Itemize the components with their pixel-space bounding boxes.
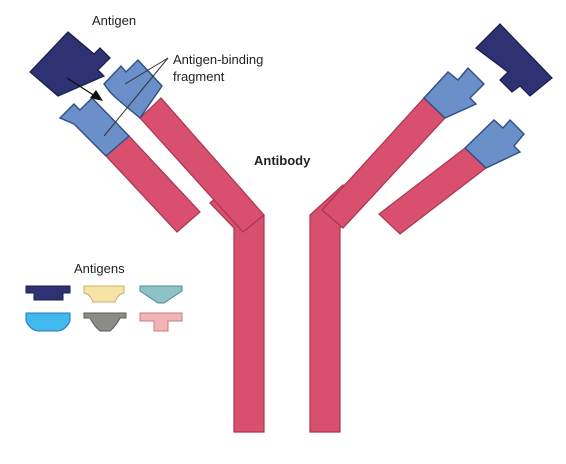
- gray-antigen-shape: [83, 312, 127, 332]
- left-arm: [58, 58, 265, 233]
- antibody-label: Antibody: [254, 153, 311, 168]
- antibody-stem: [209, 184, 363, 433]
- left-arm-upper-binding-site: [103, 58, 163, 120]
- left-arm-lower-binding-site: [58, 97, 131, 157]
- left-arm-heavy-chain: [139, 97, 265, 233]
- teal-antigen-shape: [139, 285, 183, 304]
- cyan-antigen-shape: [25, 312, 71, 332]
- left-antigen-block: [29, 31, 111, 97]
- yellow-antigen-shape: [83, 285, 125, 303]
- navy-antigen-shape: [25, 285, 71, 301]
- fragment-label-line1: Antigen-binding: [173, 52, 263, 67]
- binding-arrow: [66, 77, 103, 101]
- pink-antigen-shape: [139, 312, 183, 332]
- antigens-legend-title: Antigens: [74, 261, 125, 276]
- right-arm-lower-binding-site: [463, 118, 525, 169]
- right-arm: [321, 66, 525, 235]
- fragment-label-line2: fragment: [173, 69, 225, 84]
- antigen-label: Antigen: [92, 13, 136, 28]
- right-heavy-chain-stem: [309, 184, 363, 433]
- right-arm-upper-binding-site: [423, 66, 485, 119]
- right-antigen-block: [475, 23, 553, 97]
- antigen-legend: [25, 285, 183, 332]
- fragment-leader-lines: [103, 57, 169, 137]
